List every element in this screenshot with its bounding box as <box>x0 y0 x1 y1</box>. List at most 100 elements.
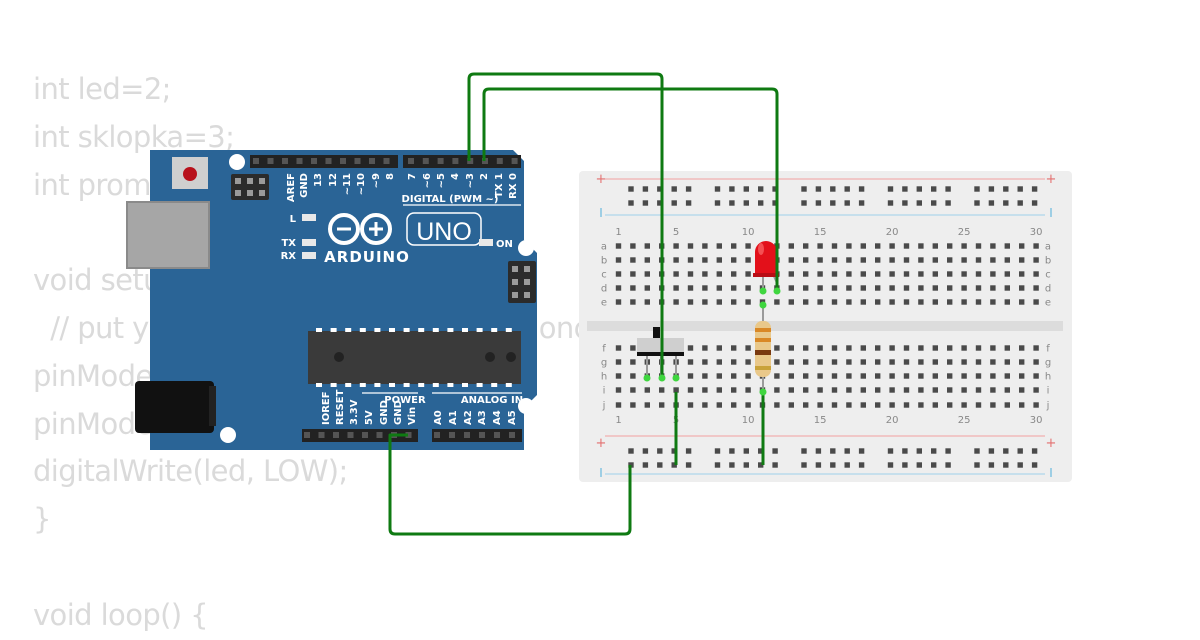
row-letter: f <box>602 344 606 355</box>
digital-pin-label: 13 <box>313 173 324 187</box>
mount-hole <box>518 240 534 256</box>
row-letter: b <box>601 256 607 267</box>
row-letter: h <box>601 372 607 383</box>
column-number: 20 <box>886 415 899 426</box>
wire-gnd-to-rail[interactable] <box>388 433 632 536</box>
rail-plus-bottom-left: + <box>596 436 607 451</box>
row-letter: g <box>601 358 607 369</box>
reset-button-cap[interactable] <box>183 167 197 181</box>
column-number: 15 <box>814 227 827 238</box>
led-l <box>302 214 316 221</box>
code-line: int sklopka=3; <box>33 119 235 154</box>
digital-pin-label: 2 <box>479 173 490 180</box>
switch-lever[interactable] <box>653 327 660 338</box>
digital-pin-label: ~6 <box>422 173 433 188</box>
resistor-band <box>755 366 771 370</box>
digital-pin-label: ~5 <box>436 173 447 188</box>
uno-model-text: UNO <box>416 218 472 246</box>
power-pin-label: 3.3V <box>349 399 360 425</box>
digital-pin-label: GND <box>299 173 310 198</box>
analog-header <box>432 429 522 442</box>
digital-pin-label: 4 <box>450 173 461 180</box>
power-pin-label: 5V <box>364 410 375 425</box>
analog-pin-label: A4 <box>492 410 503 425</box>
row-letter: e <box>1045 298 1051 309</box>
mount-hole <box>220 427 236 443</box>
led-on-label: ON <box>496 239 513 250</box>
power-pin-label: GND <box>393 400 404 425</box>
digital-pin-label: RX 0 <box>508 173 519 199</box>
digital-pwm-label: DIGITAL (PWM ~) <box>402 194 499 205</box>
row-letter: h <box>1045 372 1051 383</box>
led-tx-label: TX <box>281 238 296 249</box>
resistor[interactable] <box>755 305 771 392</box>
arduino-brand-text: ARDUINO <box>324 248 410 266</box>
row-letter: j <box>1046 401 1050 412</box>
analog-pin-label: A3 <box>477 410 488 425</box>
analog-in-label: ANALOG IN <box>461 395 523 406</box>
power-pin-label: RESET <box>335 389 346 425</box>
uno-badge <box>406 212 482 246</box>
column-number: 25 <box>958 227 971 238</box>
arduino-logo-icon <box>328 213 392 245</box>
column-number: 5 <box>673 227 679 238</box>
power-pin-label: IOREF <box>321 391 332 425</box>
resistor-band <box>755 350 771 355</box>
connection-dots <box>643 287 781 396</box>
column-number: 20 <box>886 227 899 238</box>
code-line: void loop() { <box>33 597 209 632</box>
digital-pin-label: 12 <box>328 173 339 187</box>
rail-plus-top-left: + <box>596 172 607 187</box>
row-letter: j <box>602 401 606 412</box>
row-letter: d <box>601 284 607 295</box>
mount-hole <box>229 154 245 170</box>
power-label: POWER <box>384 395 426 406</box>
digital-header-right <box>403 155 521 168</box>
breadboard-rail-holes <box>628 186 1038 468</box>
digital-pin-label: 8 <box>385 173 396 180</box>
code-line: } <box>33 502 51 537</box>
code-line: int led=2; <box>33 72 171 106</box>
power-jack <box>135 381 214 433</box>
wire-pin3-to-switch[interactable] <box>467 72 664 378</box>
power-pin-label: GND <box>379 400 390 425</box>
code-line: digitalWrite(led, LOW); <box>33 454 348 489</box>
row-letter: e <box>601 298 607 309</box>
power-pin-label: Vin <box>407 407 418 425</box>
digital-pin-label: ~3 <box>465 173 476 188</box>
breadboard-center-channel <box>587 321 1063 331</box>
wires[interactable] <box>388 72 779 536</box>
led-dome <box>755 241 777 276</box>
led-tx <box>302 239 316 246</box>
digital-pin-label: ~11 <box>342 173 353 195</box>
row-letter: g <box>1045 358 1051 369</box>
digital-pin-label: ~9 <box>371 173 382 188</box>
column-number: 30 <box>1030 415 1043 426</box>
digital-pin-label: AREF <box>286 173 297 202</box>
led-on <box>479 239 493 246</box>
led-l-label: L <box>290 214 297 225</box>
digital-pin-label: TX 1 <box>494 173 505 198</box>
wire-pin2-to-led[interactable] <box>482 87 779 291</box>
analog-pin-label: A0 <box>433 410 444 425</box>
column-number: 30 <box>1030 227 1043 238</box>
row-letter: i <box>1047 386 1050 397</box>
analog-pin-label: A1 <box>448 410 459 425</box>
column-number: 10 <box>742 415 755 426</box>
column-number: 1 <box>615 415 621 426</box>
rail-plus-bottom-right: + <box>1046 436 1057 451</box>
resistor-body <box>755 321 771 377</box>
column-number: 15 <box>814 415 827 426</box>
row-letter: i <box>603 386 606 397</box>
rail-plus-top-right: + <box>1046 172 1057 187</box>
digital-pin-label: ~10 <box>356 173 367 195</box>
row-letter: c <box>1045 270 1051 281</box>
column-number: 1 <box>615 227 621 238</box>
row-letter: d <box>1045 284 1051 295</box>
